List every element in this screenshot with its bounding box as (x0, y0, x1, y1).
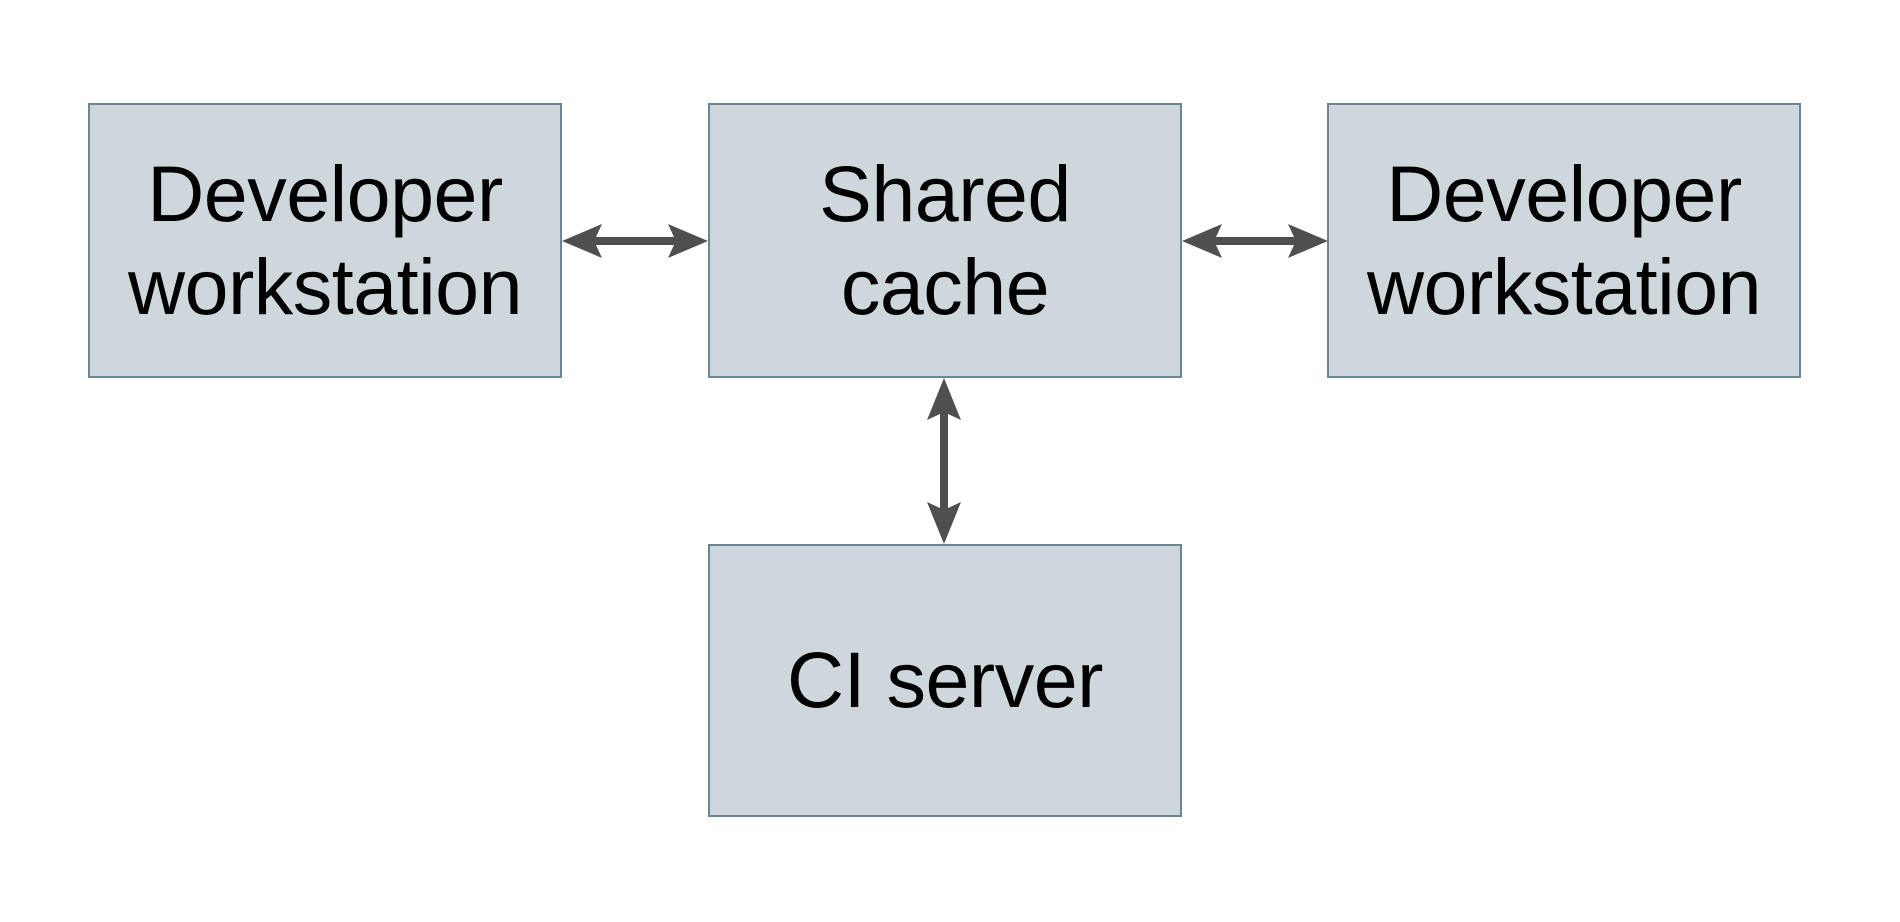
node-label: Developer workstation (1366, 149, 1762, 331)
edge-left-workstation-cache[interactable] (560, 215, 710, 267)
double-arrow-horizontal-icon (562, 224, 708, 258)
edge-cache-ci-server[interactable] (918, 376, 970, 546)
node-label: Shared cache (819, 149, 1071, 331)
node-ci-server[interactable]: CI server (708, 544, 1182, 817)
node-dev-workstation-right[interactable]: Developer workstation (1327, 103, 1801, 378)
node-label: CI server (787, 635, 1103, 725)
edge-cache-right-workstation[interactable] (1180, 215, 1330, 267)
node-label: Developer workstation (127, 149, 523, 331)
node-shared-cache[interactable]: Shared cache (708, 103, 1182, 378)
double-arrow-horizontal-icon (1182, 224, 1328, 258)
double-arrow-vertical-icon (927, 378, 961, 544)
node-dev-workstation-left[interactable]: Developer workstation (88, 103, 562, 378)
